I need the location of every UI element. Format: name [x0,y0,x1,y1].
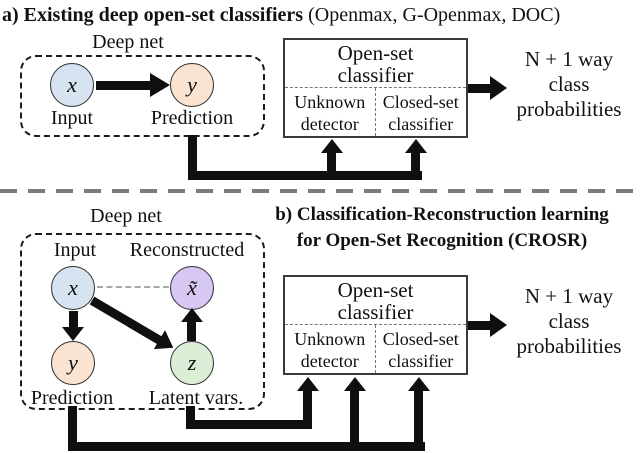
panel-b-output-arrow-head [490,313,507,337]
arrow-z-to-xtilde-head [181,308,203,322]
node-x-tilde: x̃ [170,266,214,310]
line-x-to-xtilde-dashed [97,286,169,288]
panel-a-output-arrow-head [490,76,507,100]
panel-b-classifier-title-line2: classifier [337,300,414,324]
panel-b-closed-set-cell: Closed-set classifier [376,325,467,373]
panel-a-output-line1: N + 1 way [524,47,614,71]
arrow-x-to-y-b-head [62,327,84,341]
panel-a-elbow-vertical [188,135,197,176]
panel-b-output-line2: class [548,309,590,333]
panel-a-classifier-title-line1: Open-set [337,41,414,65]
panel-b-elbow-y-vertical [68,406,77,451]
panel-a-output-line2: class [548,72,590,96]
node-x-label: x [67,72,77,97]
panel-b-closed-line2: classifier [388,351,454,371]
panel-b-output-line1: N + 1 way [524,284,614,308]
panel-a-closed-line1: Closed-set [382,92,459,112]
node-y: y [170,63,214,107]
panel-b-classifier-cells: Unknown detector Closed-set classifier [285,324,466,373]
panel-a-title-rest: (Openmax, G-Openmax, DOC) [303,4,561,26]
panel-b-elbow-z-vertical [186,406,195,429]
node-x-b: x [51,266,95,310]
arrow-x-to-y-b-stem [69,311,78,328]
node-x-b-label: x [68,275,78,300]
panel-a-closed-set-cell: Closed-set classifier [376,88,467,136]
panel-b-deepnet-label: Deep net [90,205,162,227]
panel-a-classifier-box: Open-set classifier Unknown detector Clo… [283,38,468,138]
panel-b-classifier-title-line1: Open-set [337,278,414,302]
node-x-tilde-label: x̃ [187,275,197,300]
panel-a-closed-line2: classifier [388,114,454,134]
panel-a-unknown-detector-cell: Unknown detector [285,88,376,136]
panel-a-input-label: Input [50,107,94,129]
panel-a-classifier-title-line2: classifier [337,63,414,87]
panel-b-up-arrow-3-head [408,377,430,391]
panel-b-title-line2: for Open-Set Recognition (CROSR) [296,230,588,251]
panel-b-output-line3: probabilities [516,334,622,358]
panel-b-up-arrow-2-head [344,377,366,391]
arrow-x-to-y-head [150,73,170,97]
panel-b-title: b) Classification-Reconstruction learnin… [246,202,638,254]
node-z: z [170,341,214,385]
panel-a-unknown-line2: detector [300,114,359,134]
panel-a-unknown-line1: Unknown [294,92,366,112]
panel-a-output-text: N + 1 way class probabilities [498,47,640,122]
panel-b-elbow-z-horizontal [186,420,312,429]
arrow-x-to-y-stem [96,81,150,90]
panel-b-title-line1: b) Classification-Reconstruction learnin… [275,204,609,225]
panel-a-title: a) Existing deep open-set classifiers (O… [2,3,560,27]
node-y-b-label: y [68,350,78,375]
panel-a-output-line3: probabilities [516,97,622,121]
panel-a-output-arrow-stem [468,84,490,93]
panel-a-elbow-horizontal [188,171,422,180]
panel-b-closed-line1: Closed-set [382,329,459,349]
panel-b-up-arrow-3-stem [414,389,423,446]
panel-b-unknown-detector-cell: Unknown detector [285,325,376,373]
panel-b-deepnet-box [20,233,265,410]
panel-a-prediction-label: Prediction [150,107,234,129]
panel-b-elbow-y-horizontal [68,442,425,451]
node-y-label: y [187,72,197,97]
panel-a-deepnet-box [20,55,265,137]
node-z-label: z [187,350,197,375]
panel-b-output-text: N + 1 way class probabilities [498,284,640,359]
panel-b-up-arrow-2-stem [350,389,359,446]
arrow-z-to-xtilde-stem [187,320,196,341]
panel-b-input-label: Input [53,239,97,261]
panel-a-up-arrow-2-stem [411,151,420,173]
node-y-b: y [51,341,95,385]
panel-a-classifier-title: Open-set classifier [285,40,466,87]
panel-b-classifier-box: Open-set classifier Unknown detector Clo… [283,275,468,375]
panel-a-up-arrow-1-stem [327,151,336,173]
panel-b-up-arrow-1-stem [303,389,312,422]
panel-a-classifier-cells: Unknown detector Closed-set classifier [285,87,466,136]
node-x: x [50,63,94,107]
panel-b-up-arrow-1-head [297,377,319,391]
panel-b-unknown-line1: Unknown [294,329,366,349]
panel-divider [0,189,640,193]
panel-b-unknown-line2: detector [300,351,359,371]
panel-b-latent-label: Latent vars. [148,387,244,409]
panel-a-title-bold: a) Existing deep open-set classifiers [2,4,304,26]
panel-a-up-arrow-2-head [405,139,427,153]
panel-a-deepnet-label: Deep net [92,31,164,53]
panel-b-classifier-title: Open-set classifier [285,277,466,324]
panel-b-reconstructed-label: Reconstructed [129,239,245,261]
panel-b-prediction-label: Prediction [30,387,114,409]
panel-a-up-arrow-1-head [321,139,343,153]
panel-b-output-arrow-stem [468,321,490,330]
